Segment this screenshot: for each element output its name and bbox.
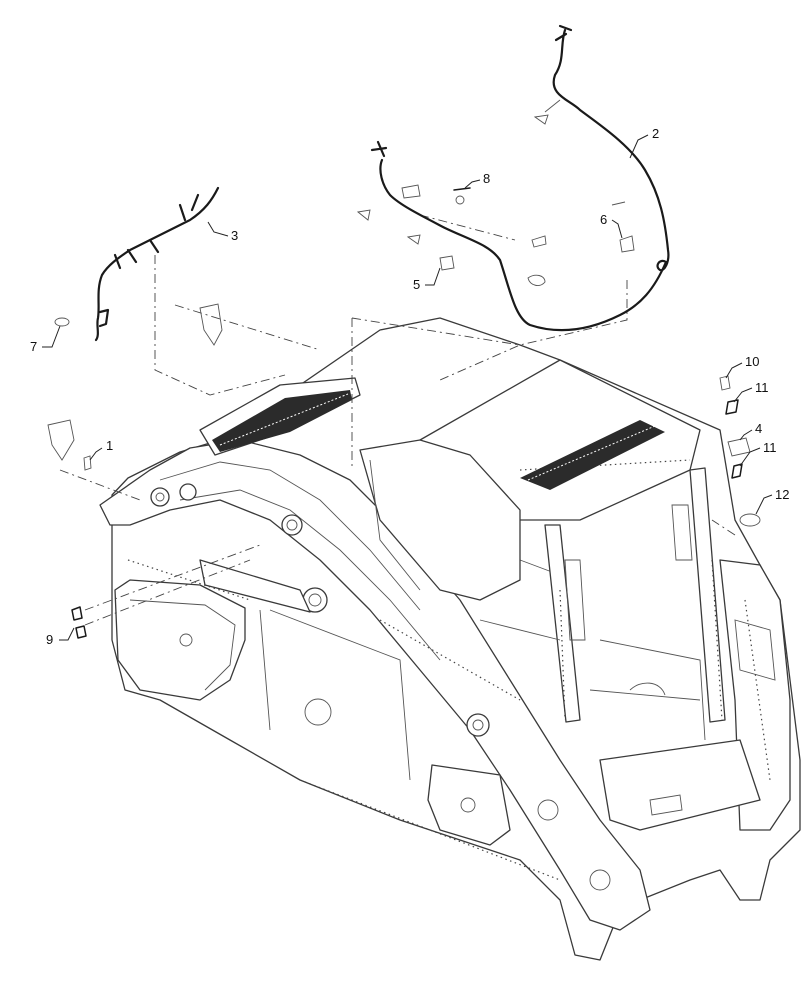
engine-grille bbox=[212, 390, 352, 452]
callout-1: 1 bbox=[106, 438, 113, 453]
callout-7: 7 bbox=[30, 339, 37, 354]
callout-9: 9 bbox=[46, 632, 53, 647]
assembly-lines bbox=[59, 214, 736, 626]
callout-6: 6 bbox=[600, 212, 607, 227]
small-parts bbox=[47, 187, 761, 639]
callout-10: 10 bbox=[745, 354, 759, 369]
callout-3: 3 bbox=[231, 228, 238, 243]
machine-frame bbox=[99, 317, 801, 961]
callout-12: 12 bbox=[775, 487, 789, 502]
callout-2: 2 bbox=[652, 126, 659, 141]
callout-labels: 2 3 1 8 5 6 7 9 10 11 4 11 12 bbox=[30, 126, 789, 647]
callout-11-upper: 11 bbox=[755, 380, 769, 395]
wiring-harness-2 bbox=[356, 24, 670, 332]
callout-5: 5 bbox=[413, 277, 420, 292]
callout-leaders bbox=[42, 134, 773, 641]
wiring-harness-3 bbox=[94, 186, 220, 342]
callout-11-lower: 11 bbox=[763, 440, 777, 455]
callout-8: 8 bbox=[483, 171, 490, 186]
callout-4: 4 bbox=[755, 421, 762, 436]
roof-grille bbox=[520, 420, 665, 490]
